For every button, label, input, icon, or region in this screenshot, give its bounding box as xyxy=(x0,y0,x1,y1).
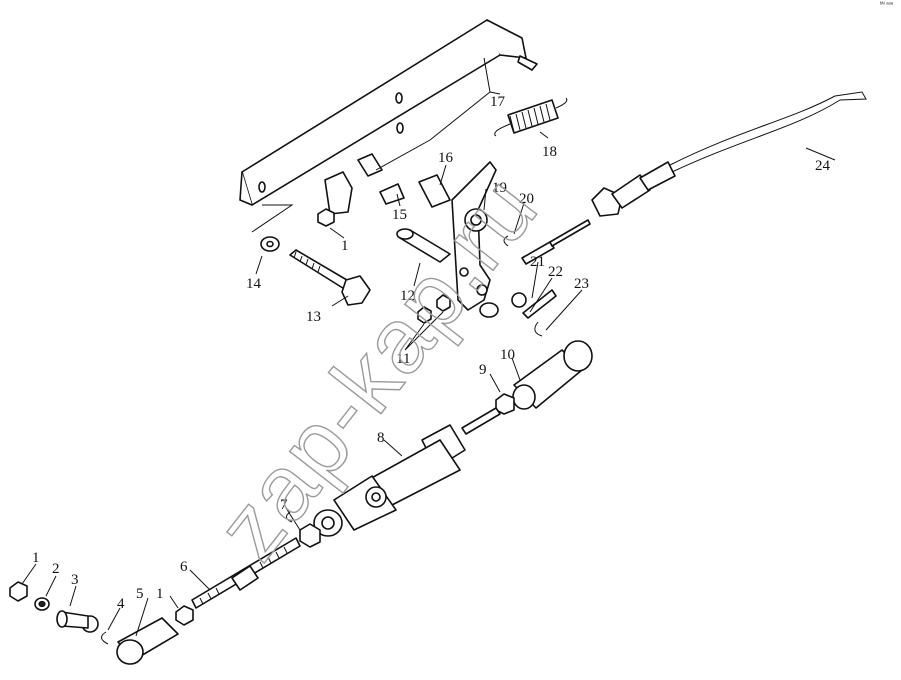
spacer-sleeve xyxy=(324,153,451,215)
callout-4: 4 xyxy=(117,596,125,612)
callout-19: 19 xyxy=(492,180,507,196)
cable-end-fittings xyxy=(503,219,591,337)
callout-22: 22 xyxy=(548,264,563,280)
callout-3: 3 xyxy=(71,572,79,588)
callout-1-upper: 1 xyxy=(341,238,349,254)
callout-16: 16 xyxy=(438,150,454,166)
pedal-lever xyxy=(451,161,499,318)
callout-17: 17 xyxy=(490,94,506,110)
callout-1-middle: 1 xyxy=(156,586,164,602)
callout-18: 18 xyxy=(542,144,557,160)
callout-1-lower: 1 xyxy=(32,550,40,566)
callout-8: 8 xyxy=(377,430,385,446)
nut-7 xyxy=(286,511,321,548)
nut-upper xyxy=(317,208,335,227)
leader-lines xyxy=(21,57,836,637)
corner-mark: ᵇᴺ ᵃᵃᵃ xyxy=(879,2,893,8)
return-spring xyxy=(494,97,568,137)
threaded-rod xyxy=(191,537,301,609)
callout-13: 13 xyxy=(306,309,321,325)
control-cable xyxy=(591,91,867,217)
pedal-pad xyxy=(512,340,593,410)
callout-5: 5 xyxy=(136,586,144,602)
callout-24: 24 xyxy=(815,158,831,174)
mounting-bracket xyxy=(239,19,538,206)
callout-10: 10 xyxy=(500,347,515,363)
hex-bolt xyxy=(289,249,371,306)
callout-14: 14 xyxy=(246,276,262,292)
adjustable-rod xyxy=(313,407,501,537)
lower-fittings xyxy=(9,581,194,665)
callout-6: 6 xyxy=(180,559,188,575)
callout-23: 23 xyxy=(574,276,589,292)
callout-2: 2 xyxy=(52,561,60,577)
callout-12: 12 xyxy=(400,288,415,304)
callout-21: 21 xyxy=(530,254,545,270)
callout-20: 20 xyxy=(519,191,534,207)
callout-9: 9 xyxy=(479,362,487,378)
clevis-pin xyxy=(396,228,451,263)
callout-7: 7 xyxy=(280,497,288,513)
nuts-pair xyxy=(417,294,451,324)
callout-15: 15 xyxy=(392,207,407,223)
callout-labels: 17 18 16 15 19 20 1 14 13 12 11 21 22 23… xyxy=(32,94,831,612)
callout-11: 11 xyxy=(396,351,410,367)
washer xyxy=(260,236,280,252)
